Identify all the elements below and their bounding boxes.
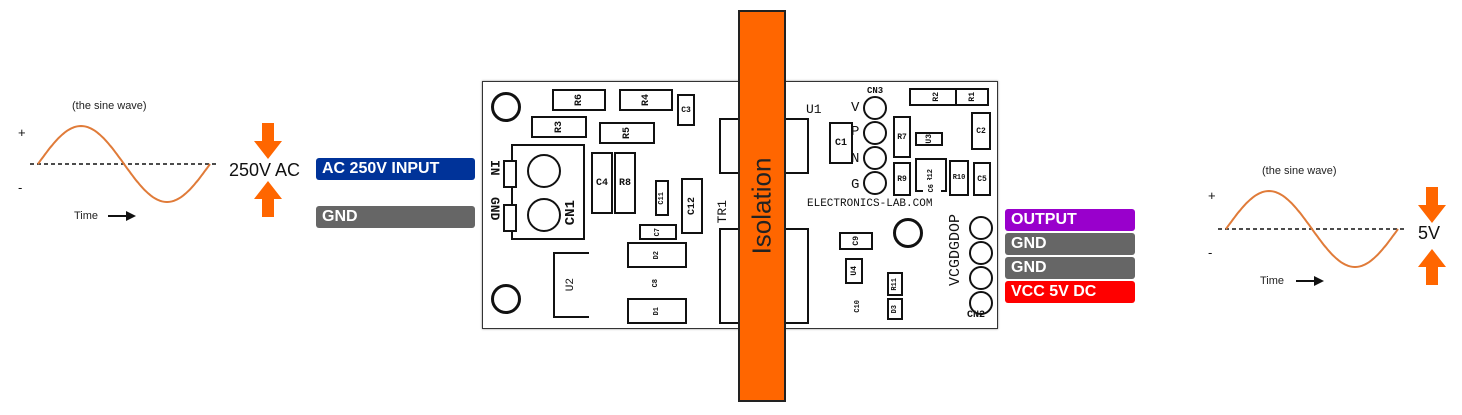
- output-wave-time-label: Time: [1260, 275, 1285, 287]
- output-label: OUTPUT: [1005, 209, 1135, 231]
- capacitor-c1: C1: [829, 122, 853, 164]
- cn1-label: CN1: [563, 200, 579, 226]
- capacitor-c5: C5: [973, 162, 991, 196]
- time-arrow-icon: [108, 211, 136, 221]
- resistor-r9: R9: [893, 162, 911, 196]
- ic-u4: U4: [845, 258, 863, 284]
- header-pin: [969, 216, 993, 240]
- resistor-r1: R1: [955, 88, 989, 106]
- output-voltage-arrows-icon: [1418, 187, 1446, 285]
- diode-d1: D1: [627, 298, 687, 324]
- resistor-r6: R6: [552, 89, 606, 111]
- resistor-r3: R3: [531, 116, 587, 138]
- u2-outline: [553, 252, 589, 318]
- output-voltage: 5V: [1418, 223, 1441, 243]
- output-wave-minus: -: [1208, 245, 1213, 260]
- capacitor-c6: C6: [923, 180, 941, 196]
- capacitor-c8: C8: [649, 272, 663, 294]
- connector-cn3: [863, 96, 889, 196]
- resistor-r4: R4: [619, 89, 673, 111]
- gnd-output-label-2: GND: [1005, 257, 1135, 279]
- cn3-pin-v: V: [851, 100, 860, 116]
- cn3-pin-g: G: [851, 177, 860, 193]
- input-wave-minus: -: [18, 180, 23, 195]
- cn2-label: CN2: [967, 310, 986, 321]
- screw-terminal: [527, 198, 561, 232]
- input-wave-plus: +: [18, 125, 26, 140]
- time-arrow-icon: [1296, 276, 1324, 286]
- diode-d3: D3: [887, 298, 903, 320]
- input-voltage-arrows-icon: [254, 123, 282, 217]
- header-pin: [969, 266, 993, 290]
- mounting-hole: [893, 218, 923, 248]
- header-pin: [863, 121, 887, 145]
- cn2-pin-labels: VCGDGDOP: [947, 214, 964, 287]
- header-pin: [863, 96, 887, 120]
- isolation-barrier: Isolation: [738, 10, 786, 402]
- gnd-output-label-1: GND: [1005, 233, 1135, 255]
- header-pin: [969, 241, 993, 265]
- tr1-label: TR1: [715, 200, 730, 224]
- input-sine-curve: [30, 124, 218, 204]
- capacitor-c12: C12: [681, 178, 703, 234]
- vcc-output-label: VCC 5V DC: [1005, 281, 1135, 303]
- input-wave-caption: (the sine wave): [72, 100, 147, 112]
- capacitor-c2: C2: [971, 112, 991, 150]
- input-wave-time-label: Time: [74, 210, 99, 222]
- mounting-hole: [491, 92, 521, 122]
- capacitor-c4: C4: [591, 152, 613, 214]
- input-voltage: 250V AC: [229, 160, 301, 180]
- resistor-r5: R5: [599, 122, 655, 144]
- gnd-input-label: GND: [316, 206, 475, 228]
- screw-terminal: [527, 154, 561, 188]
- capacitor-c3: C3: [677, 94, 695, 126]
- output-sine-curve: [1218, 189, 1406, 269]
- cn3-pin-p: P: [851, 124, 860, 140]
- header-pin: [863, 171, 887, 195]
- isolation-label: Isolation: [746, 157, 777, 255]
- cn3-pin-n: N: [851, 151, 860, 167]
- resistor-r11: R11: [887, 272, 903, 296]
- output-wave-caption: (the sine wave): [1262, 165, 1337, 177]
- resistor-r7: R7: [893, 116, 911, 158]
- capacitor-c10: C10: [849, 292, 867, 320]
- in-pin-label: IN: [487, 160, 502, 176]
- ac-input-label: AC 250V INPUT: [316, 158, 475, 180]
- gnd-pin-label: GND: [487, 197, 502, 221]
- diode-d2: D2: [627, 242, 687, 268]
- u1-label: U1: [806, 102, 822, 117]
- connector-cn2: [969, 216, 995, 316]
- capacitor-c7: C7: [639, 224, 677, 240]
- header-pin: [863, 146, 887, 170]
- terminal-tab: [503, 160, 517, 188]
- mounting-hole: [491, 284, 521, 314]
- ic-u3: U3: [915, 132, 943, 146]
- cn3-label: CN3: [867, 86, 884, 96]
- output-wave-plus: +: [1208, 188, 1216, 203]
- capacitor-c9: C9: [839, 232, 873, 250]
- terminal-tab: [503, 204, 517, 232]
- website-label: ELECTRONICS-LAB.COM: [807, 198, 933, 210]
- header-pin: [969, 291, 993, 315]
- resistor-r10: R10: [949, 160, 969, 196]
- u2-label: U2: [565, 278, 577, 292]
- capacitor-c11: C11: [655, 180, 669, 216]
- resistor-r8: R8: [614, 152, 636, 214]
